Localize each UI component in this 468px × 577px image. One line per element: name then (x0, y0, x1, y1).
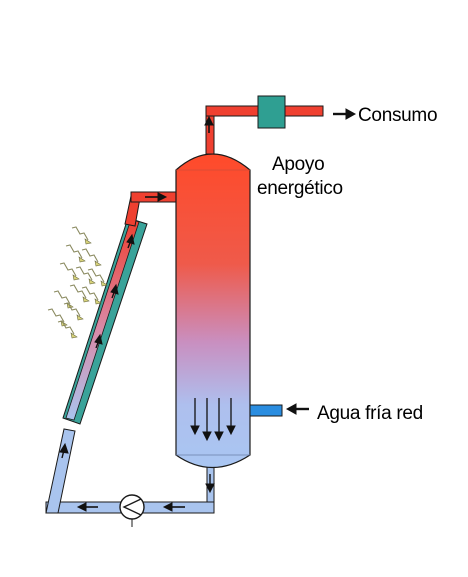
agua-fria-label: Agua fría red (317, 403, 423, 424)
arrow-icon (94, 333, 103, 349)
tank-flow-arrows (190, 398, 236, 442)
energetico-label: energético (257, 178, 343, 199)
ray-icon (81, 248, 99, 263)
ray-head-icon (100, 280, 108, 287)
storage-tank (175, 153, 251, 469)
ray-icon (71, 226, 89, 241)
ray-icon (65, 244, 83, 259)
ray-head-icon (88, 278, 96, 285)
arrow-icon (285, 403, 309, 415)
ray-icon (81, 286, 99, 301)
ray-icon (47, 308, 65, 323)
cold-inlet-pipe (249, 404, 283, 417)
arrow-icon (110, 283, 119, 299)
hot-outlet-pipe (205, 95, 324, 155)
ray-icon (59, 262, 77, 277)
ray-icon (63, 302, 81, 317)
apoyo-label: Apoyo (272, 154, 324, 175)
ray-head-icon (76, 314, 84, 321)
pump-icon (119, 494, 145, 527)
ray-icon (87, 268, 105, 283)
ray-head-icon (82, 296, 90, 303)
ray-head-icon (72, 274, 80, 281)
arrow-icon (162, 502, 185, 512)
sun-rays-icon (47, 226, 108, 339)
arrow-icon (204, 115, 214, 133)
ray-icon (75, 266, 93, 281)
ray-head-icon (70, 332, 78, 339)
arrow-icon (76, 502, 98, 512)
ray-icon (53, 290, 71, 305)
flow-arrows (59, 115, 236, 512)
ray-head-icon (78, 256, 86, 263)
ray-icon (69, 284, 87, 299)
backup-heater (257, 95, 286, 129)
ray-head-icon (84, 238, 92, 245)
ray-head-icon (94, 260, 102, 267)
arrow-icon (126, 233, 135, 249)
solar-collector (62, 217, 148, 425)
consumo-label: Consumo (358, 105, 437, 126)
ray-icon (57, 320, 75, 335)
ray-head-icon (94, 298, 102, 305)
arrow-icon (59, 442, 69, 459)
arrow-icon (205, 474, 215, 494)
arrow-icon (145, 192, 168, 202)
arrow-icon (333, 108, 357, 120)
